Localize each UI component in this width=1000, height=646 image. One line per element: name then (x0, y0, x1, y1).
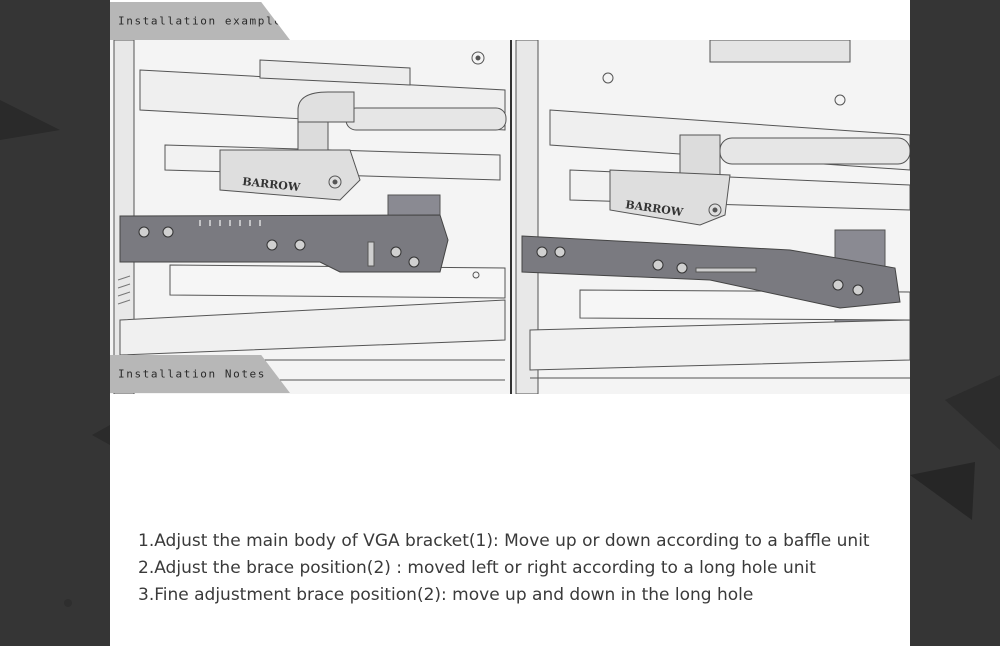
installation-example-tab: Installation example (110, 2, 290, 40)
installation-notes-list: 1.Adjust the main body of VGA bracket(1)… (138, 528, 898, 609)
note-item-3: 3.Fine adjustment brace position(2): mov… (138, 585, 754, 605)
installation-illustration: BARROW (110, 40, 910, 394)
installation-notes-tab: Installation Notes (110, 355, 290, 393)
background-shard-left-small (92, 425, 110, 445)
background-shard-right-top (945, 375, 1000, 450)
product-sheet: BARROW (110, 0, 910, 646)
background-shard-right (910, 462, 975, 520)
background-shard-left (0, 100, 60, 140)
left-panel-drawing: BARROW (113, 40, 507, 394)
installation-example-label: Installation example (118, 14, 283, 28)
note-item-1: 1.Adjust the main body of VGA bracket(1)… (138, 531, 870, 551)
note-item-2: 2.Adjust the brace position(2) : moved l… (138, 558, 816, 578)
right-panel-drawing: BARROW (515, 40, 910, 394)
background-dot (64, 599, 72, 607)
left-brand-label: BARROW (242, 175, 302, 194)
installation-notes-label: Installation Notes (118, 367, 267, 381)
